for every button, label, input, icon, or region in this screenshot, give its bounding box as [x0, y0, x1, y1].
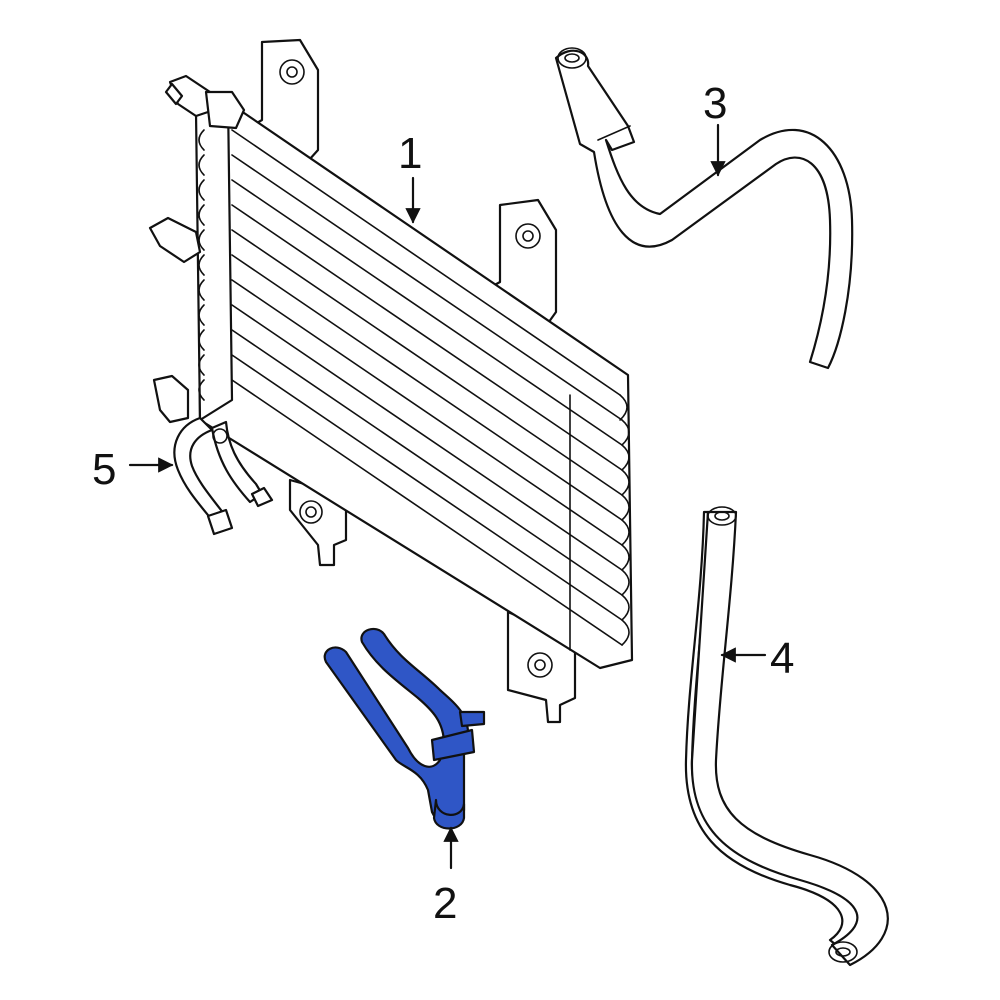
callout-3: 3 [703, 79, 727, 128]
callout-arrows [128, 123, 767, 870]
callout-labels: 1 2 3 4 5 [92, 79, 794, 928]
hose-part-4[interactable] [684, 506, 889, 967]
hose-part-5[interactable] [173, 416, 274, 536]
callout-2: 2 [433, 879, 457, 928]
callout-5: 5 [92, 445, 116, 494]
oil-cooler-part-1[interactable] [148, 38, 634, 724]
callout-1: 1 [398, 129, 422, 178]
callout-4: 4 [770, 634, 794, 683]
hose-part-2-highlighted[interactable] [323, 627, 486, 830]
hose-part-3[interactable] [554, 47, 854, 370]
